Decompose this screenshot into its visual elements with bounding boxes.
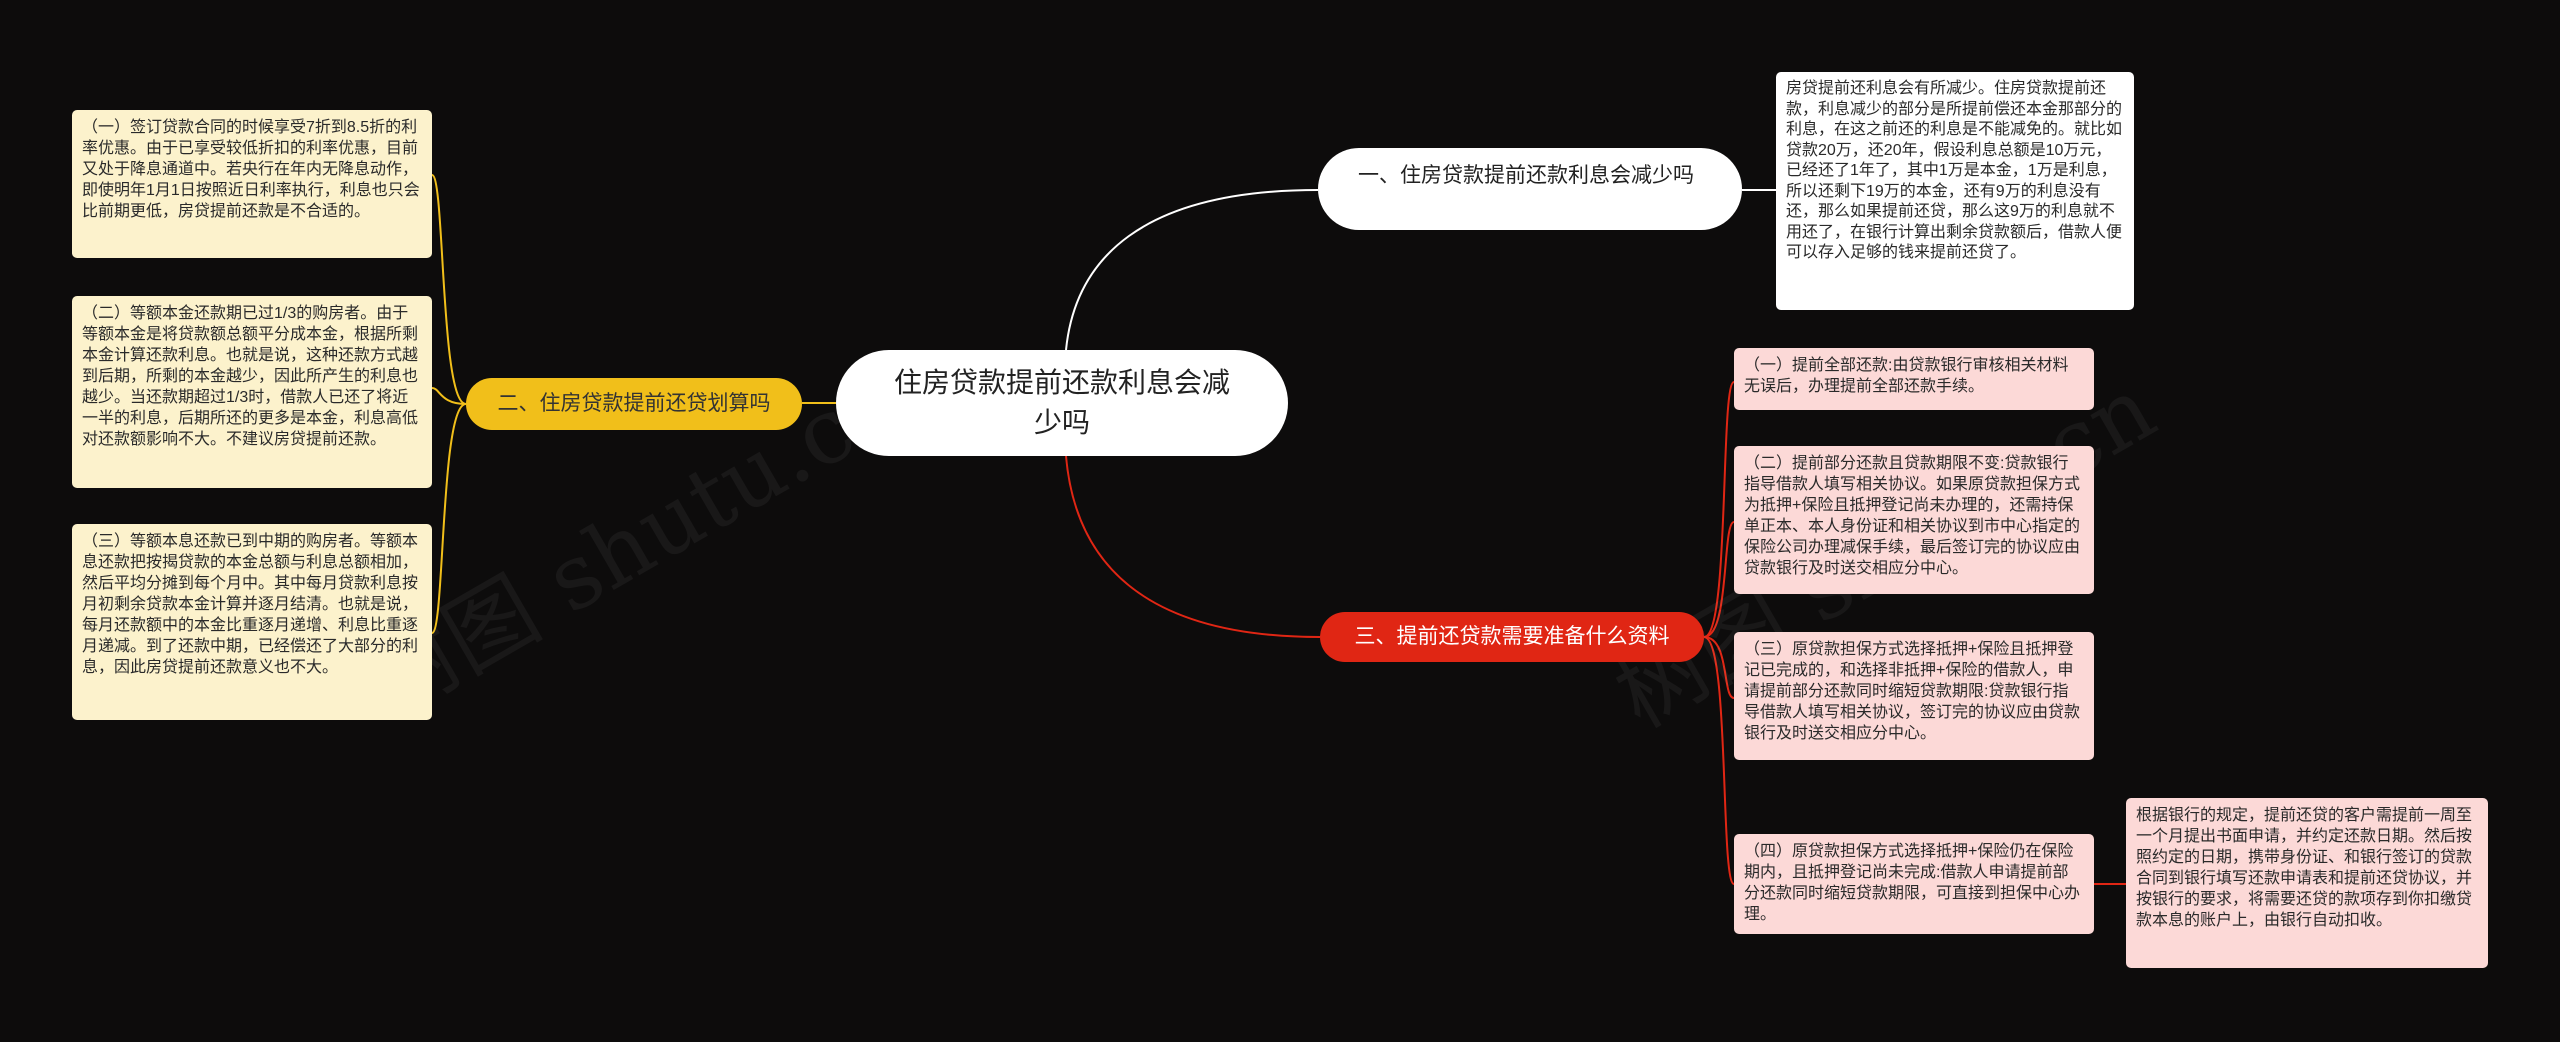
leaf-text: （二）等额本金还款期已过1/3的购房者。由于等额本金是将贷款额总额平分成本金，根…	[82, 305, 419, 448]
leaf-text: 房贷提前还利息会有所减少。住房贷款提前还款，利息减少的部分是所提前偿还本金那部分…	[1786, 80, 2123, 261]
branch-topic-1[interactable]: 一、住房贷款提前还款利息会减少吗	[1318, 148, 1742, 230]
leaf-b2-3[interactable]: （三）等额本息还款已到中期的购房者。等额本息还款把按揭贷款的本金总额与利息总额相…	[72, 524, 432, 720]
root-topic-label: 住房贷款提前还款利息会减少吗	[893, 367, 1230, 438]
link-b3-leaf3	[1703, 636, 1735, 699]
leaf-b3-2[interactable]: （二）提前部分还款且贷款期限不变:贷款银行指导借款人填写相关协议。如果原贷款担保…	[1734, 446, 2094, 594]
leaf-b3-3[interactable]: （三）原贷款担保方式选择抵押+保险且抵押登记已完成的，和选择非抵押+保险的借款人…	[1734, 632, 2094, 760]
leaf-b1-1[interactable]: 房贷提前还利息会有所减少。住房贷款提前还款，利息减少的部分是所提前偿还本金那部分…	[1776, 72, 2134, 310]
leaf-b3-4[interactable]: （四）原贷款担保方式选择抵押+保险仍在保险期内，且抵押登记尚未完成:借款人申请提…	[1734, 834, 2094, 934]
branch-topic-3[interactable]: 三、提前还贷款需要准备什么资料	[1320, 612, 1704, 662]
link-b3-leaf1	[1703, 381, 1735, 638]
link-root-b1	[1065, 189, 1319, 351]
leaf-b3-4-sub[interactable]: 根据银行的规定，提前还贷的客户需提前一周至一个月提出书面申请，并约定还款日期。然…	[2126, 798, 2488, 968]
branch-topic-3-label: 三、提前还贷款需要准备什么资料	[1354, 625, 1670, 648]
leaf-b2-2[interactable]: （二）等额本金还款期已过1/3的购房者。由于等额本金是将贷款额总额平分成本金，根…	[72, 296, 432, 488]
branch-topic-2[interactable]: 二、住房贷款提前还贷划算吗	[466, 378, 802, 430]
link-b3-leaf4	[1703, 636, 1735, 885]
leaf-b2-1[interactable]: （一）签订贷款合同的时候享受7折到8.5折的利率优惠。由于已享受较低折扣的利率优…	[72, 110, 432, 258]
leaf-b3-1[interactable]: （一）提前全部还款:由贷款银行审核相关材料无误后，办理提前全部还款手续。	[1734, 348, 2094, 410]
leaf-text: （二）提前部分还款且贷款期限不变:贷款银行指导借款人填写相关协议。如果原贷款担保…	[1744, 455, 2081, 577]
leaf-text: （三）等额本息还款已到中期的购房者。等额本息还款把按揭贷款的本金总额与利息总额相…	[82, 533, 419, 676]
root-topic[interactable]: 住房贷款提前还款利息会减少吗	[836, 350, 1288, 456]
leaf-text: 根据银行的规定，提前还贷的客户需提前一周至一个月提出书面申请，并约定还款日期。然…	[2136, 807, 2473, 929]
leaf-text: （一）签订贷款合同的时候享受7折到8.5折的利率优惠。由于已享受较低折扣的利率优…	[82, 119, 420, 220]
link-b2-leaf3	[431, 403, 467, 634]
leaf-text: （三）原贷款担保方式选择抵押+保险且抵押登记已完成的，和选择非抵押+保险的借款人…	[1744, 641, 2081, 742]
branch-topic-2-label: 二、住房贷款提前还贷划算吗	[497, 392, 771, 415]
leaf-text: （一）提前全部还款:由贷款银行审核相关材料无误后，办理提前全部还款手续。	[1744, 357, 2069, 395]
link-b2-leaf2	[431, 387, 467, 405]
link-b3-leaf2	[1703, 521, 1735, 638]
branch-topic-1-label: 一、住房贷款提前还款利息会减少吗	[1358, 164, 1694, 187]
link-root-b3	[1065, 455, 1321, 638]
leaf-text: （四）原贷款担保方式选择抵押+保险仍在保险期内，且抵押登记尚未完成:借款人申请提…	[1744, 843, 2081, 923]
link-b2-leaf1	[431, 174, 467, 405]
